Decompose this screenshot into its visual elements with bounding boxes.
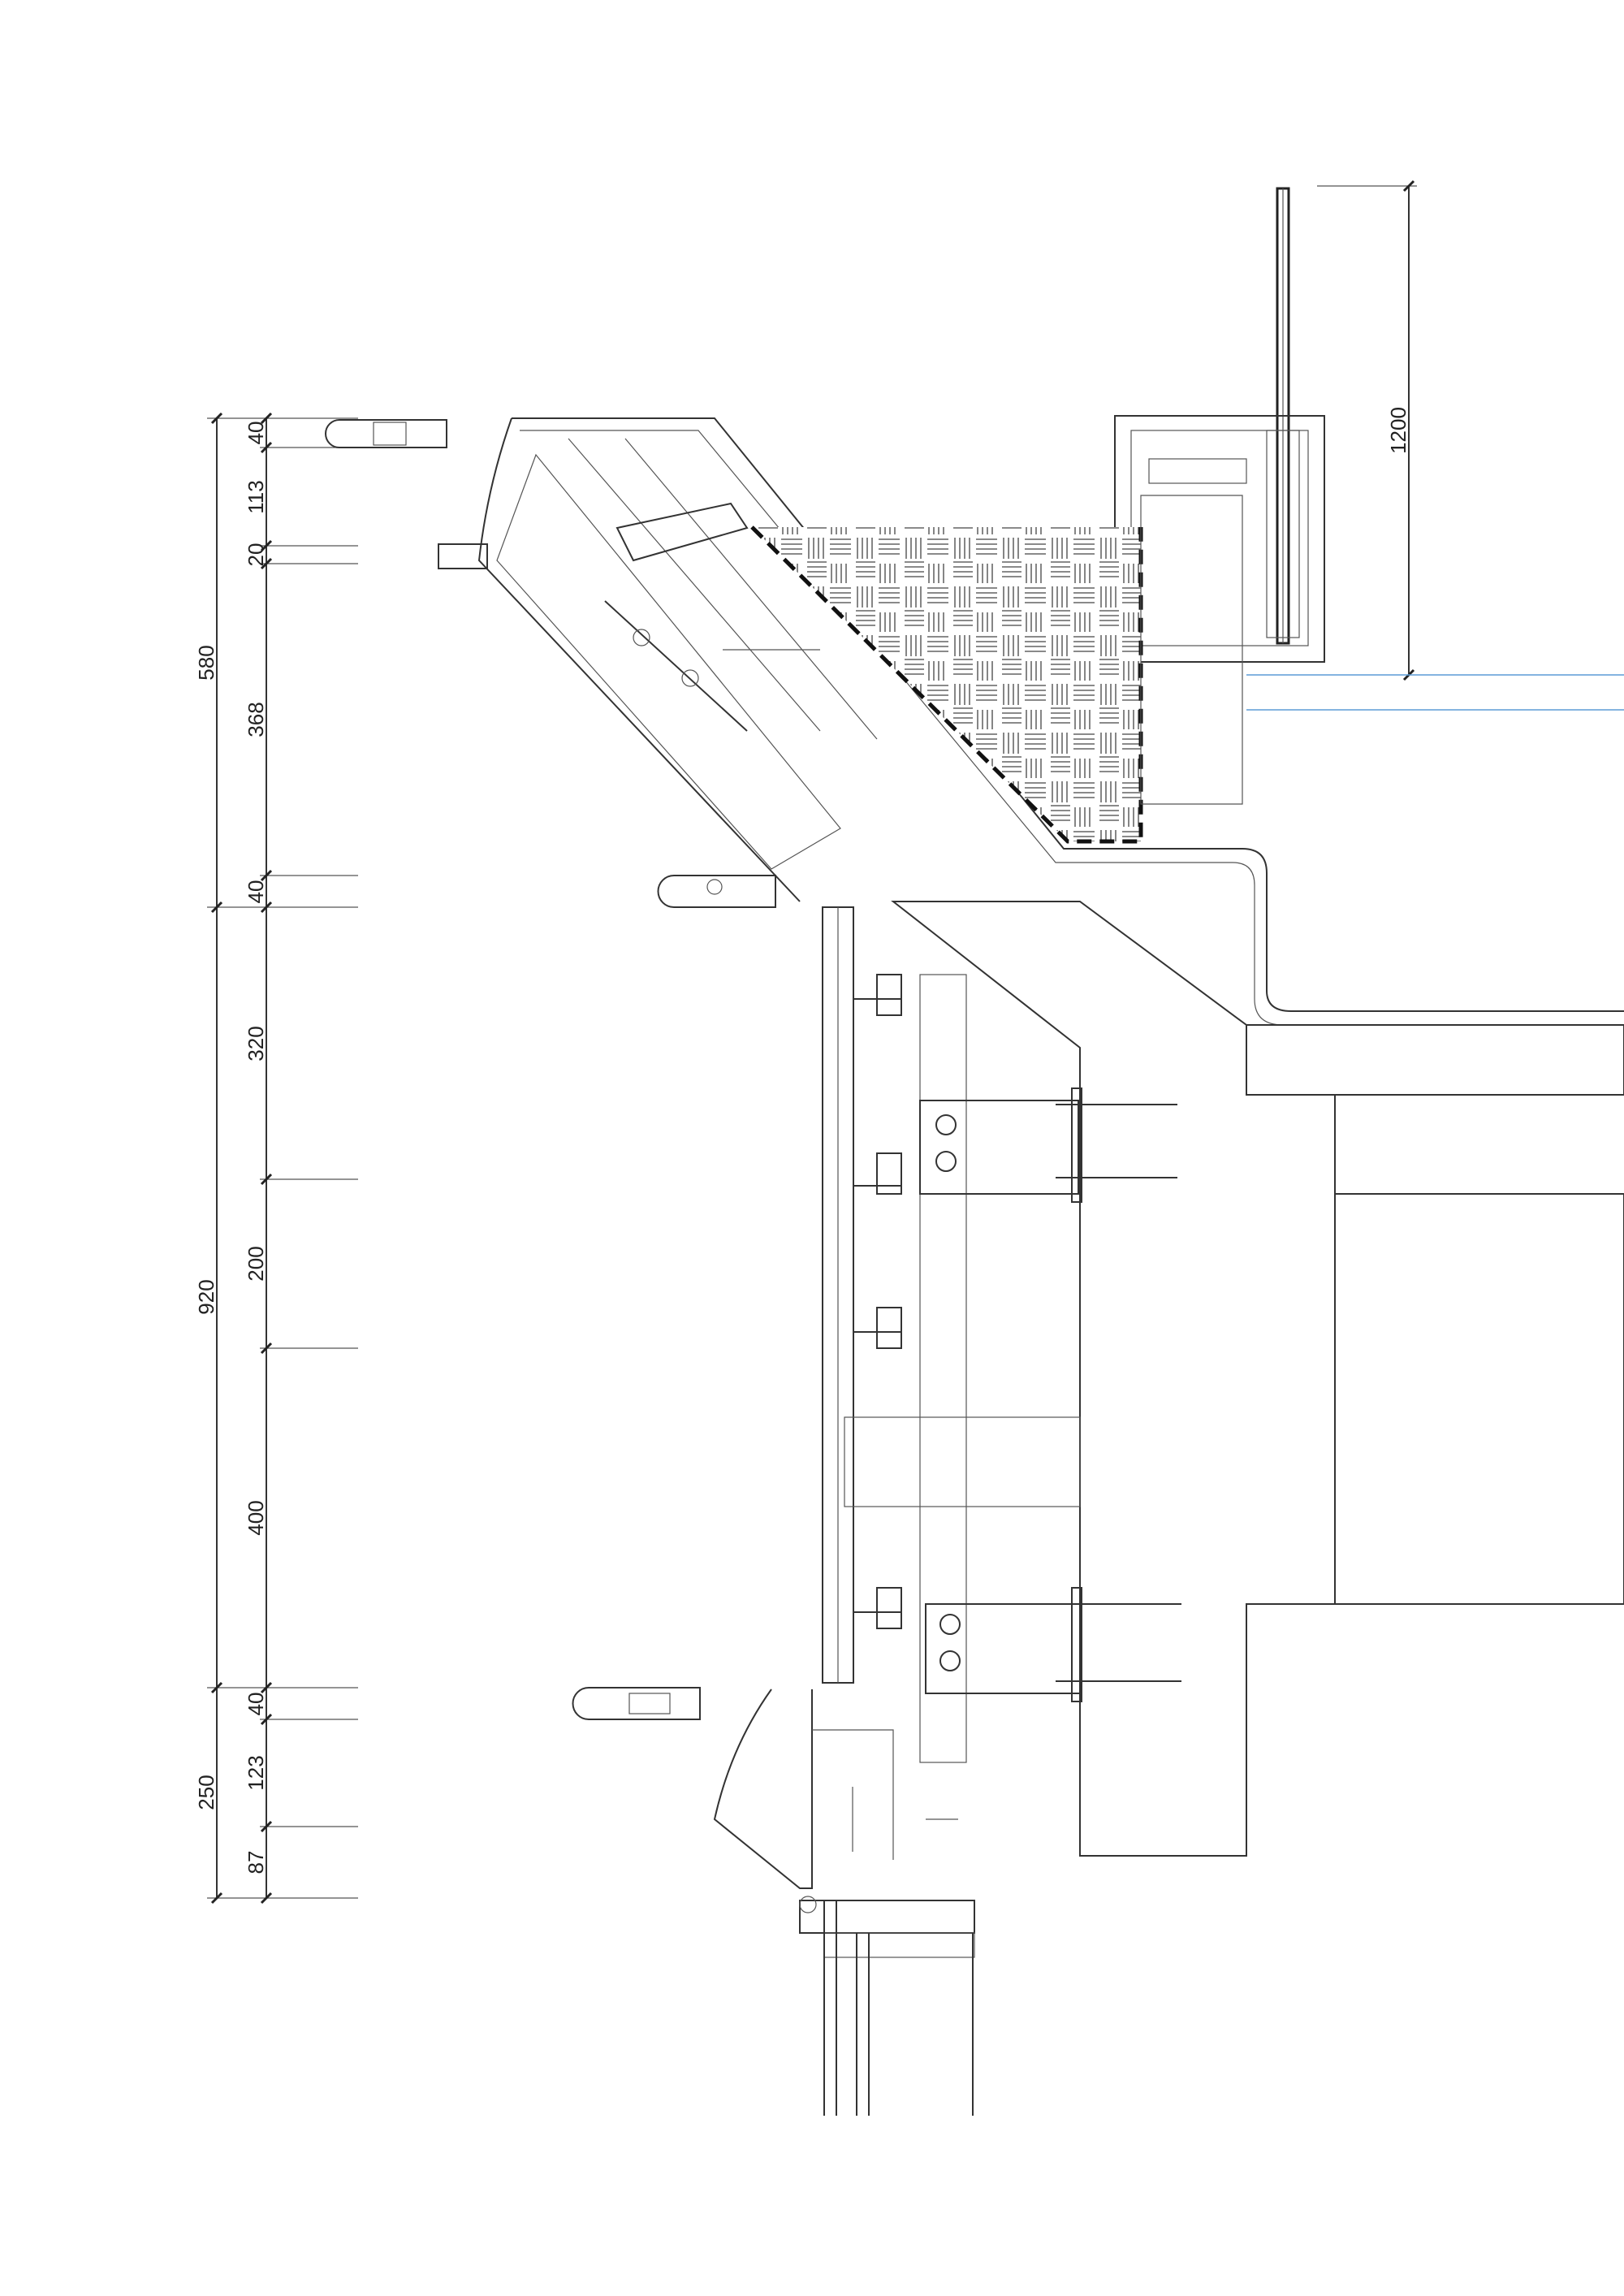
insulation-block <box>750 525 1143 844</box>
bracket-upper <box>919 1087 1177 1203</box>
aluminium-fins <box>325 419 813 1889</box>
concrete-structure <box>891 495 1624 1857</box>
dim-87: 87 <box>244 1851 268 1874</box>
dim-400: 400 <box>244 1500 268 1535</box>
dim-320: 320 <box>244 1026 268 1061</box>
dim-40-b: 40 <box>244 880 268 904</box>
slanted-cladding <box>477 417 1624 1026</box>
dim-580: 580 <box>194 645 218 680</box>
dimension-chain-left: 40 113 20 368 40 320 200 400 40 123 87 5… <box>194 412 358 1905</box>
window-frame <box>799 1729 975 2116</box>
dim-40-top: 40 <box>244 422 268 445</box>
dim-20: 20 <box>244 543 268 567</box>
dim-920: 920 <box>194 1279 218 1314</box>
glass-balustrade <box>1114 187 1325 663</box>
dim-368: 368 <box>244 702 268 737</box>
dim-200: 200 <box>244 1246 268 1281</box>
dim-1200: 1200 <box>1386 407 1410 454</box>
anchor-brackets <box>853 974 1181 1702</box>
dim-40-c: 40 <box>244 1693 268 1716</box>
dim-123: 123 <box>244 1755 268 1790</box>
dim-250: 250 <box>194 1775 218 1810</box>
dim-113: 113 <box>244 480 268 513</box>
bracket-lower <box>925 1587 1181 1702</box>
reference-lines <box>1246 674 1624 711</box>
dimension-right: 1200 <box>1317 179 1417 681</box>
vertical-cladding <box>822 906 1081 1763</box>
